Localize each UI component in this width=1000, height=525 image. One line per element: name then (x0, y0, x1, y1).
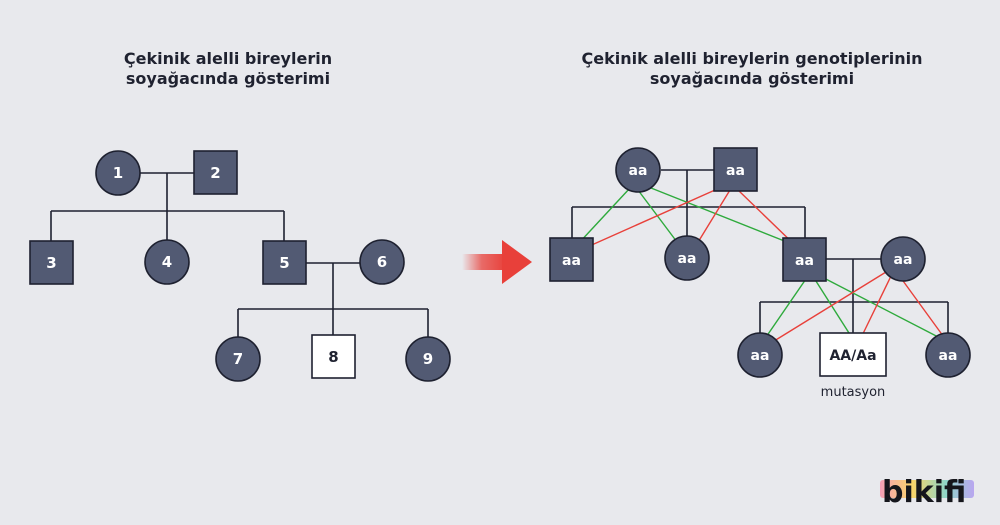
genotype-individual-3: aa (549, 237, 594, 282)
right-connector-lines (571, 169, 949, 333)
individual-5: 5 (262, 240, 307, 285)
svg-text:aa: aa (726, 163, 745, 179)
svg-text:8: 8 (328, 348, 338, 366)
right-panel: Çekinik alelli bireylerin genotiplerinin… (549, 49, 971, 400)
svg-text:AA/Aa: AA/Aa (829, 348, 876, 364)
svg-text:aa: aa (629, 163, 648, 179)
genotype-individual-8: AA/Aa (819, 332, 887, 377)
svg-text:3: 3 (46, 254, 56, 272)
svg-text:aa: aa (562, 253, 581, 269)
individual-7: 7 (215, 336, 261, 382)
genotype-individual-1: aa (615, 147, 661, 193)
svg-text:aa: aa (894, 252, 913, 268)
svg-text:aa: aa (678, 251, 697, 267)
right-title-line1: Çekinik alelli bireylerin genotiplerinin (582, 49, 923, 68)
individual-3: 3 (29, 240, 74, 285)
left-connector-lines (50, 172, 429, 337)
individual-2: 2 (193, 150, 238, 195)
logo-text: bikifi (882, 475, 966, 510)
brand-logo: bikifi (880, 475, 974, 510)
right-title-line2: soyağacında gösterimi (650, 69, 854, 88)
genotype-individual-2: aa (713, 147, 758, 192)
svg-text:9: 9 (423, 350, 433, 368)
mutation-label: mutasyon (821, 385, 886, 400)
svg-text:4: 4 (162, 253, 172, 271)
svg-text:6: 6 (377, 253, 387, 271)
svg-text:aa: aa (795, 253, 814, 269)
genotype-individual-4: aa (664, 235, 710, 281)
svg-text:7: 7 (233, 350, 243, 368)
left-title-line1: Çekinik alelli bireylerin (124, 49, 332, 68)
individual-4: 4 (144, 239, 190, 285)
left-panel: Çekinik alelli bireylerin soyağacında gö… (29, 49, 451, 382)
svg-text:2: 2 (210, 164, 220, 182)
genotype-individual-9: aa (925, 332, 971, 378)
individual-6: 6 (359, 239, 405, 285)
individual-9: 9 (405, 336, 451, 382)
individual-8: 8 (311, 334, 356, 379)
arrow-icon (462, 240, 532, 284)
genotype-individual-6: aa (880, 236, 926, 282)
svg-text:aa: aa (751, 348, 770, 364)
genotype-individual-5: aa (782, 237, 827, 282)
genotype-individual-7: aa (737, 332, 783, 378)
left-title-line2: soyağacında gösterimi (126, 69, 330, 88)
svg-text:1: 1 (113, 164, 123, 182)
svg-text:5: 5 (279, 254, 289, 272)
svg-text:aa: aa (939, 348, 958, 364)
individual-1: 1 (95, 150, 141, 196)
